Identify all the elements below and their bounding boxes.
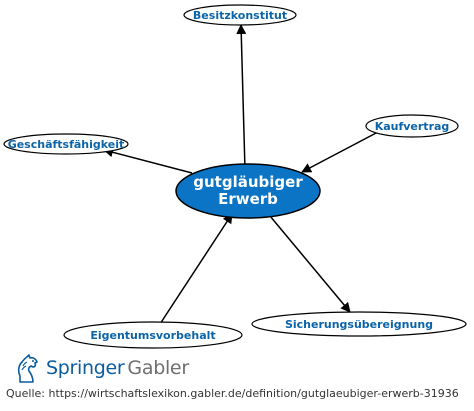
node-center: gutgläubiger Erwerb bbox=[175, 163, 321, 219]
edge-to-geschaeftsfaehigkeit bbox=[103, 147, 193, 174]
source-citation: Quelle: https://wirtschaftslexikon.gable… bbox=[6, 387, 459, 400]
node-kaufvertrag: Kaufvertrag bbox=[365, 114, 459, 138]
brand-name-main: Springer bbox=[46, 356, 125, 379]
node-geschaeftsfaehigkeit-label: Geschäftsfähigkeit bbox=[8, 138, 125, 151]
node-eigentumsvorbehalt-label: Eigentumsvorbehalt bbox=[90, 329, 215, 342]
edge-from-eigentumsvorbehalt bbox=[159, 213, 233, 325]
brand-name-sub: Gabler bbox=[127, 356, 189, 379]
edge-to-sicherungsuebereignung bbox=[269, 215, 351, 313]
node-besitzkonstitut: Besitzkonstitut bbox=[183, 4, 297, 26]
edge-to-besitzkonstitut bbox=[236, 24, 247, 171]
springer-horse-icon bbox=[17, 354, 38, 383]
edge-from-kaufvertrag bbox=[301, 131, 379, 173]
node-kaufvertrag-label: Kaufvertrag bbox=[375, 120, 450, 133]
node-sicherungsuebereignung-label: Sicherungsübereignung bbox=[285, 318, 433, 331]
node-besitzkonstitut-label: Besitzkonstitut bbox=[193, 9, 287, 22]
node-eigentumsvorbehalt: Eigentumsvorbehalt bbox=[63, 321, 243, 349]
node-geschaeftsfaehigkeit: Geschäftsfähigkeit bbox=[3, 133, 129, 155]
center-label-line2: Erwerb bbox=[218, 190, 278, 208]
node-sicherungsuebereignung: Sicherungsübereignung bbox=[251, 311, 467, 337]
center-label-line1: gutgläubiger bbox=[193, 173, 303, 191]
